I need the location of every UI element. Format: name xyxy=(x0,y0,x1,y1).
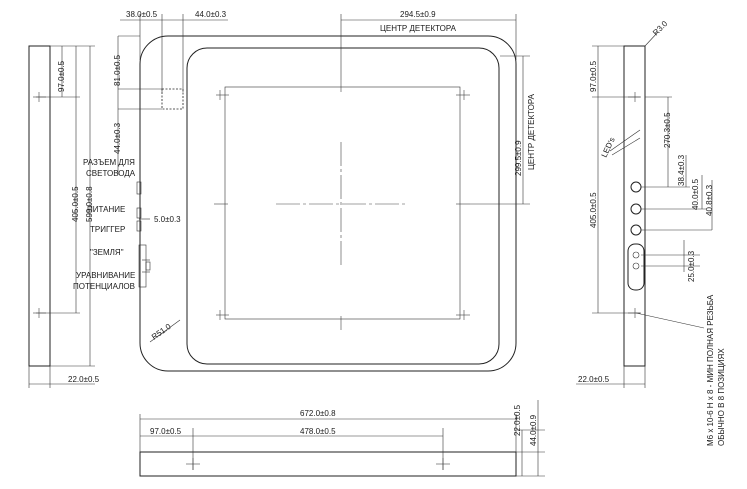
left-dim-97: 97.0±0.5 xyxy=(57,60,66,92)
label-ground: "ЗЕМЛЯ" xyxy=(90,248,124,257)
panel-inner-frame xyxy=(186,47,500,365)
right-dim-38-4: 38.4±0.3 xyxy=(677,154,686,186)
label-equalization-2: ПОТЕНЦИАЛОВ xyxy=(73,282,135,291)
right-dim-40: 40.0±0.5 xyxy=(691,178,700,210)
dim-44-left: 44.0±0.3 xyxy=(113,122,122,154)
bottom-dim-672: 672.0±0.8 xyxy=(300,409,336,418)
right-dim-r3: R3.0 xyxy=(651,19,670,38)
ground-connector xyxy=(627,243,645,291)
left-dim-22: 22.0±0.5 xyxy=(68,375,100,384)
active-area xyxy=(224,86,461,320)
dim-5: 5.0±0.3 xyxy=(154,215,181,224)
panel-outer-frame xyxy=(139,35,517,372)
right-dim-25: 25.0±0.3 xyxy=(687,250,696,282)
thread-note-line2: ОБЫЧНО В 8 ПОЗИЦИЯХ xyxy=(717,348,726,446)
label-trigger: ТРИГГЕР xyxy=(90,225,125,234)
right-dim-22: 22.0±0.5 xyxy=(578,375,610,384)
left-view-body xyxy=(28,45,51,367)
right-side-view: R3.0 97.0±0.5 405.0±0.5 LED's 270.3±0.5 xyxy=(576,19,714,388)
detector-center-right-label: ЦЕНТР ДЕТЕКТОРА xyxy=(527,93,536,170)
bottom-view-body xyxy=(139,451,517,477)
light-guide-connector xyxy=(161,88,184,110)
bottom-dim-478: 478.0±0.5 xyxy=(300,427,336,436)
bottom-view: 672.0±0.8 97.0±0.5 478.0±0.5 22.0±0.5 44… xyxy=(139,400,545,477)
dim-294: 294.5±0.9 xyxy=(400,10,436,19)
left-dim-599: 599.0±0.8 xyxy=(85,186,94,222)
dim-299: 299.5±0.9 xyxy=(514,140,523,176)
front-view: 38.0±0.5 44.0±0.3 294.5±0.9 ЦЕНТР ДЕТЕКТ… xyxy=(73,10,536,372)
dim-r51: R51.0 xyxy=(150,322,173,342)
dim-81: 81.0±0.5 xyxy=(113,54,122,86)
label-light-guide-2: СВЕТОВОДА xyxy=(86,169,136,178)
label-equalization-1: УРАВНИВАНИЕ xyxy=(76,271,135,280)
connector-circle-2 xyxy=(630,203,642,215)
label-power: ПИТАНИЕ xyxy=(87,205,125,214)
bottom-dim-44: 44.0±0.9 xyxy=(529,414,538,446)
bottom-dim-22: 22.0±0.5 xyxy=(513,404,522,436)
detector-center-top-label: ЦЕНТР ДЕТЕКТОРА xyxy=(380,24,457,33)
dim-38: 38.0±0.5 xyxy=(126,10,158,19)
leds-label: LED's xyxy=(600,136,617,159)
left-dim-405: 405.0±0.5 xyxy=(71,186,80,222)
connector-circle-1 xyxy=(630,181,642,193)
dim-44-top: 44.0±0.3 xyxy=(195,10,227,19)
right-dim-270: 270.3±0.5 xyxy=(663,112,672,148)
connector-circle-3 xyxy=(630,224,642,236)
bottom-dim-97: 97.0±0.5 xyxy=(150,427,182,436)
thread-note-line1: М6 x 10-6 Н x 8 - МИН ПОЛНАЯ РЕЗЬБА xyxy=(706,294,715,446)
right-dim-405: 405.0±0.5 xyxy=(589,192,598,228)
label-light-guide-1: РАЗЪЕМ ДЛЯ xyxy=(83,158,135,167)
right-dim-40-8: 40.8±0.3 xyxy=(705,184,714,216)
left-side-view: 22.0±0.5 97.0±0.5 405.0±0.5 599.0±0.8 xyxy=(28,45,100,388)
right-dim-97: 97.0±0.5 xyxy=(589,60,598,92)
right-view-body xyxy=(623,45,646,367)
